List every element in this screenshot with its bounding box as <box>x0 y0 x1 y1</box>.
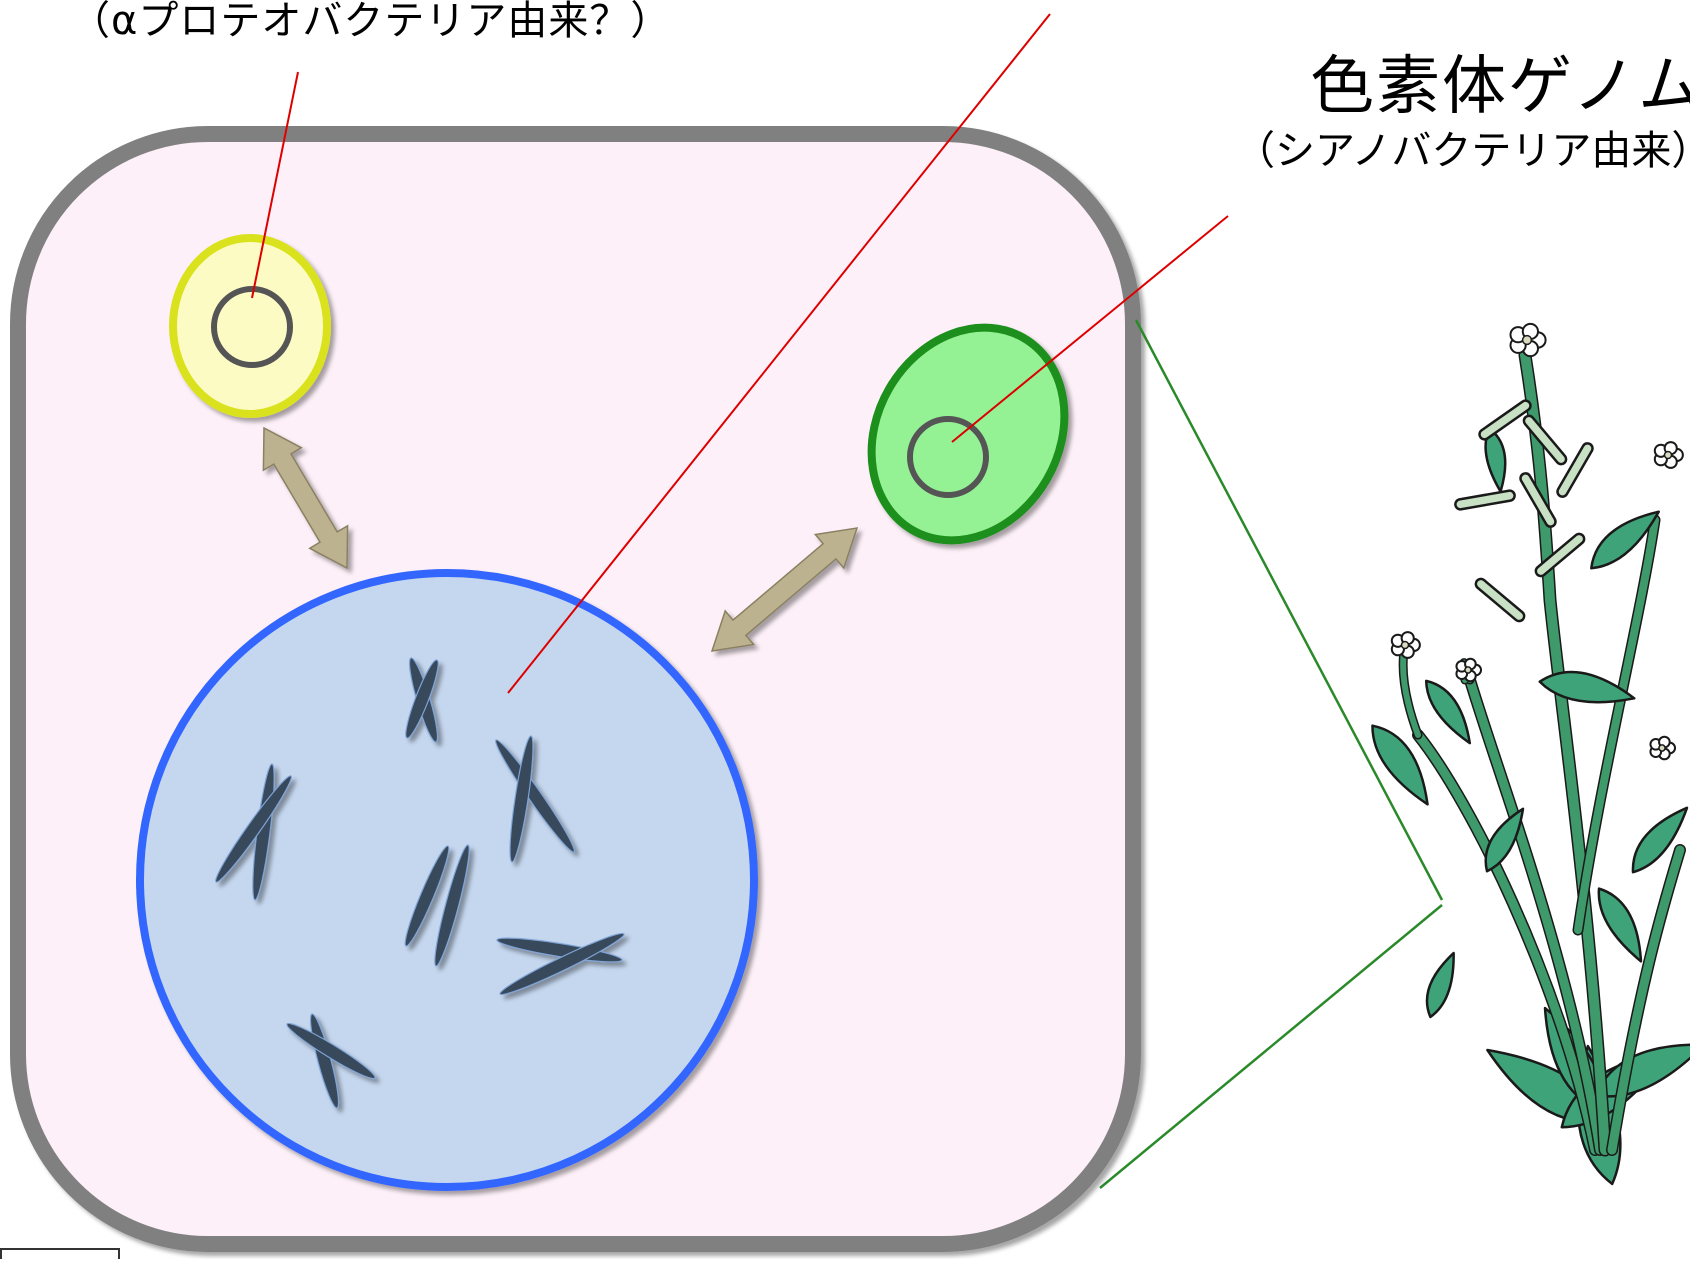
plant-stem <box>1465 675 1605 1155</box>
flower-icon <box>1653 441 1684 469</box>
plant-leaf <box>1597 887 1643 963</box>
seed-pod <box>1478 399 1532 441</box>
chromosome-icon <box>405 657 439 743</box>
nucleus-pointer-line <box>507 13 1051 694</box>
chromosomes <box>215 657 625 1109</box>
seed-pod <box>1454 489 1516 511</box>
plant-leaf <box>1424 679 1472 745</box>
plastid-genome-ring <box>907 416 989 498</box>
seed-pod <box>1534 532 1586 578</box>
nucleus <box>136 569 758 1191</box>
plant-stem <box>1520 350 1610 1155</box>
exchange-arrows <box>262 426 859 652</box>
mitochondrial-genome-ring <box>211 286 293 368</box>
mitochondria-origin-label: （αプロテオバクテリア由来？） <box>70 0 672 44</box>
seed-pod <box>1474 577 1526 623</box>
plant-leaf <box>1484 807 1525 873</box>
flower-icon <box>1649 735 1677 761</box>
flower-icon <box>1455 657 1483 683</box>
slide-corner-tab <box>0 1248 120 1259</box>
plant-leaf <box>1538 670 1636 704</box>
plant-leaf <box>1371 724 1429 806</box>
zoom-line-top <box>1134 319 1444 901</box>
plant-leaf <box>1590 510 1660 570</box>
plant-stem <box>1607 845 1685 1155</box>
chromosome-icon <box>286 1013 376 1109</box>
mitochondrion <box>169 234 331 418</box>
plant-stem <box>1574 516 1659 934</box>
seed-pod <box>1556 442 1594 498</box>
plant-leaf <box>1631 806 1689 874</box>
mito-pointer-line <box>251 71 299 299</box>
plant-illustration <box>1371 322 1690 1186</box>
plastid-pointer-line <box>951 215 1229 443</box>
plant-stem <box>1413 730 1600 1155</box>
seed-pod <box>1522 414 1568 466</box>
flower-icon <box>1390 631 1421 659</box>
chromosome-icon <box>404 844 470 967</box>
chromosome-icon <box>495 735 575 863</box>
plastid-genome-label: 色素体ゲノム <box>1310 50 1690 124</box>
double-arrow-icon <box>262 426 349 570</box>
plastid <box>867 323 1069 545</box>
seed-pod <box>1519 472 1557 528</box>
chromosome-icon <box>496 932 625 996</box>
chromosome-icon <box>215 763 292 901</box>
plastid-origin-label: （シアノバクテリア由来） <box>1235 128 1690 174</box>
flower-icon <box>1509 322 1547 358</box>
zoom-line-bottom <box>1099 904 1443 1189</box>
plant-leaf <box>1425 951 1455 1019</box>
double-arrow-icon <box>710 527 859 652</box>
